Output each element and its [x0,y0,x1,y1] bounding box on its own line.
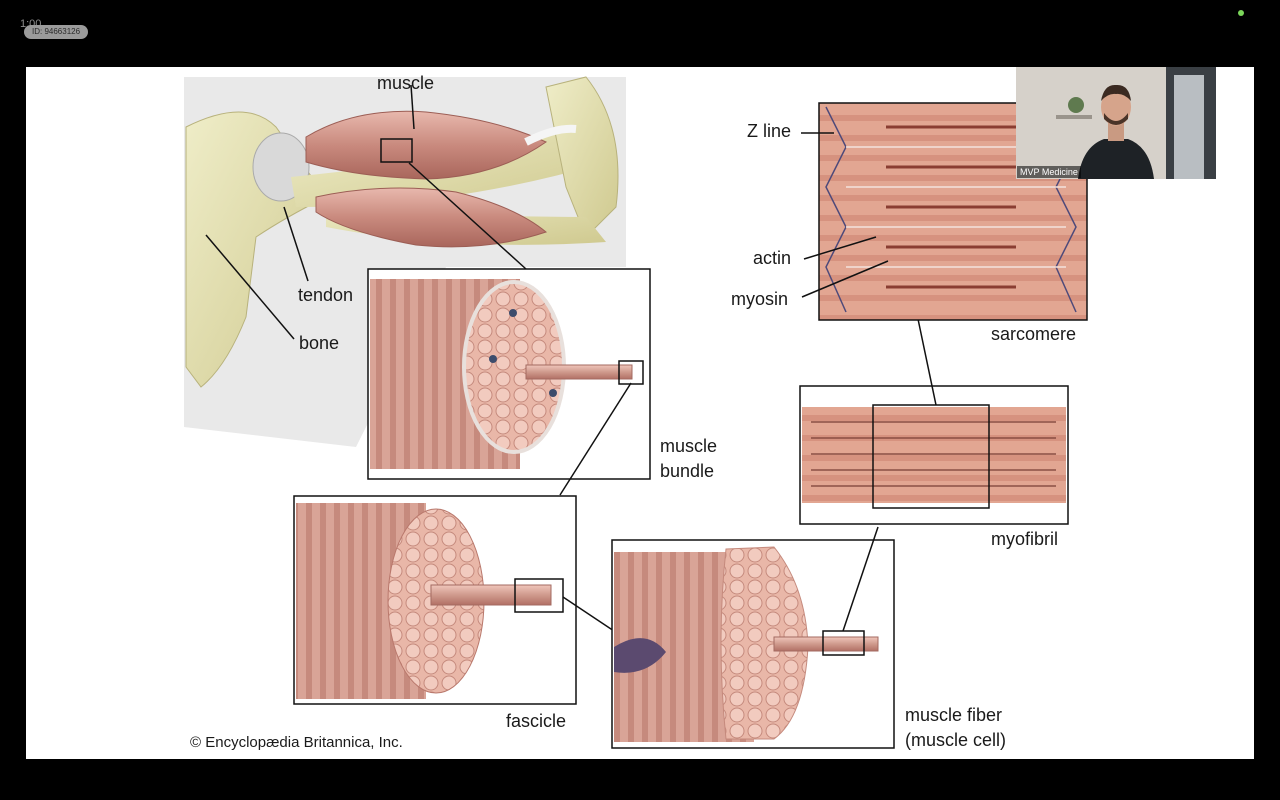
label-muscle-bundle-line2: bundle [660,461,715,481]
label-bone: bone [299,333,340,353]
label-z-line: Z line [747,121,792,141]
label-muscle-fiber-line1: muscle fiber [905,705,1003,725]
participant-name: MVP Medicine [1017,166,1081,178]
shared-slide: muscle tendon bone muscle bundle fascicl… [26,67,1254,759]
image-credit: © Encyclopædia Britannica, Inc. [190,734,403,751]
connection-status-icon [1238,10,1244,16]
label-myofibril: myofibril [991,529,1059,549]
meeting-id-badge[interactable]: ID: 94663126 [24,25,89,39]
label-actin: actin [753,248,792,268]
meeting-top-bar: 1:00 ID: 94663126 [0,0,1280,66]
label-fascicle: fascicle [506,711,567,731]
label-sarcomere: sarcomere [991,324,1077,344]
label-muscle: muscle [377,73,435,93]
participant-video-tile[interactable]: MVP Medicine [1016,67,1216,179]
label-muscle-fiber-line2: (muscle cell) [905,730,1007,750]
participant-video-feed [1016,67,1216,179]
label-myosin: myosin [731,289,789,309]
label-muscle-bundle-line1: muscle [660,436,718,456]
label-tendon: tendon [298,285,354,305]
muscle-anatomy-diagram [184,76,1088,749]
